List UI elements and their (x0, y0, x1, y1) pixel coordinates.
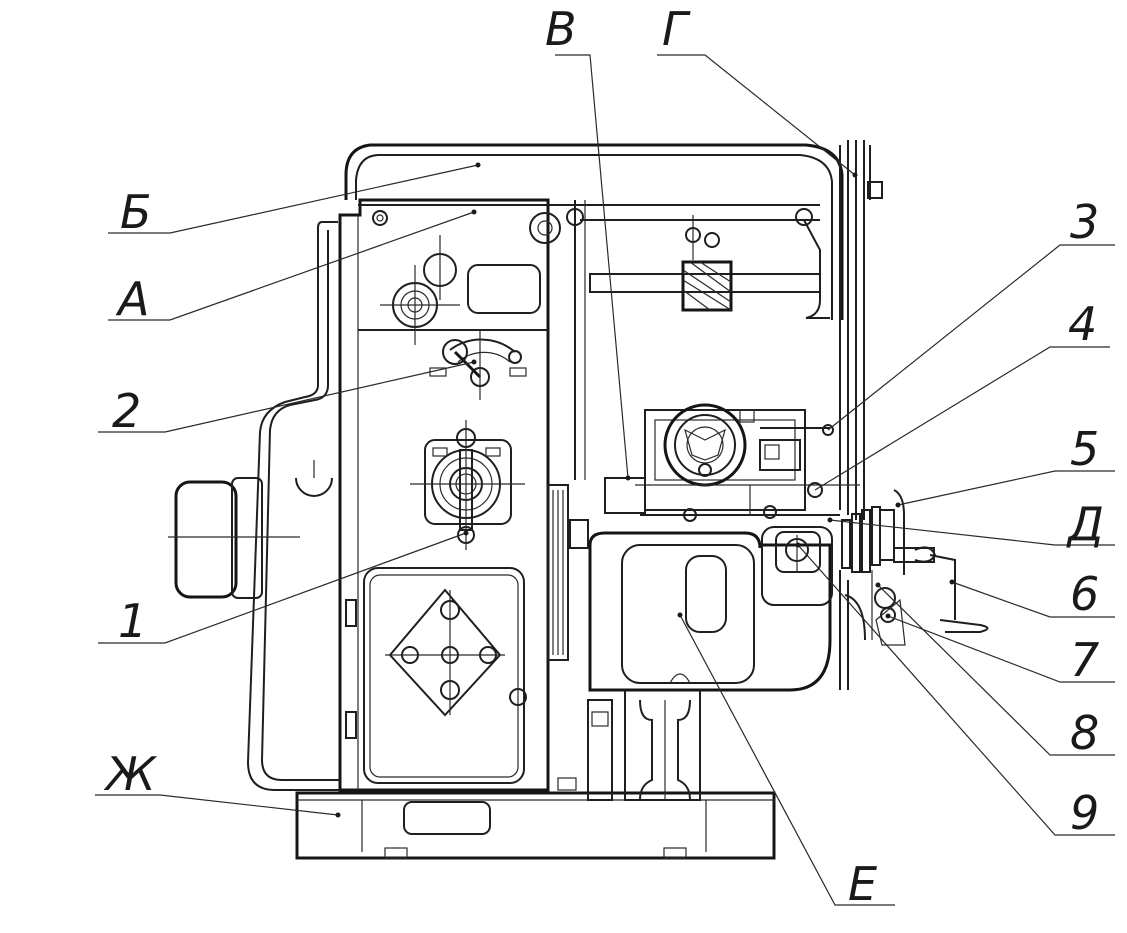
overarm (344, 143, 844, 480)
callout-label-6: 6 (1070, 567, 1099, 621)
callout-label-g: Г (662, 2, 691, 56)
callout-label-2: 2 (112, 384, 141, 438)
callout-labels: В Г Б А 3 4 2 5 Д 6 1 7 8 Ж 9 Е (103, 2, 1104, 911)
elevating-screw (557, 690, 701, 801)
callout-label-d: Д (1066, 497, 1104, 551)
callout-label-zh: Ж (103, 747, 158, 801)
callout-label-e: Е (848, 857, 877, 911)
motor (168, 460, 333, 599)
callout-label-3: 3 (1070, 195, 1099, 249)
machine-base (295, 791, 776, 860)
callout-label-9: 9 (1070, 786, 1099, 840)
spindle-head (604, 403, 860, 522)
callout-label-a: А (115, 272, 149, 326)
callout-label-5: 5 (1070, 422, 1099, 476)
machine-column (246, 198, 550, 792)
callout-label-b: Б (120, 185, 152, 239)
callout-label-1: 1 (118, 594, 147, 648)
work-table (547, 484, 866, 692)
support-struts (839, 140, 883, 520)
leader-lines (95, 54, 1115, 906)
callout-label-8: 8 (1070, 706, 1099, 760)
callout-label-4: 4 (1068, 297, 1097, 351)
callout-label-v: В (545, 2, 577, 56)
callout-label-7: 7 (1070, 633, 1099, 687)
